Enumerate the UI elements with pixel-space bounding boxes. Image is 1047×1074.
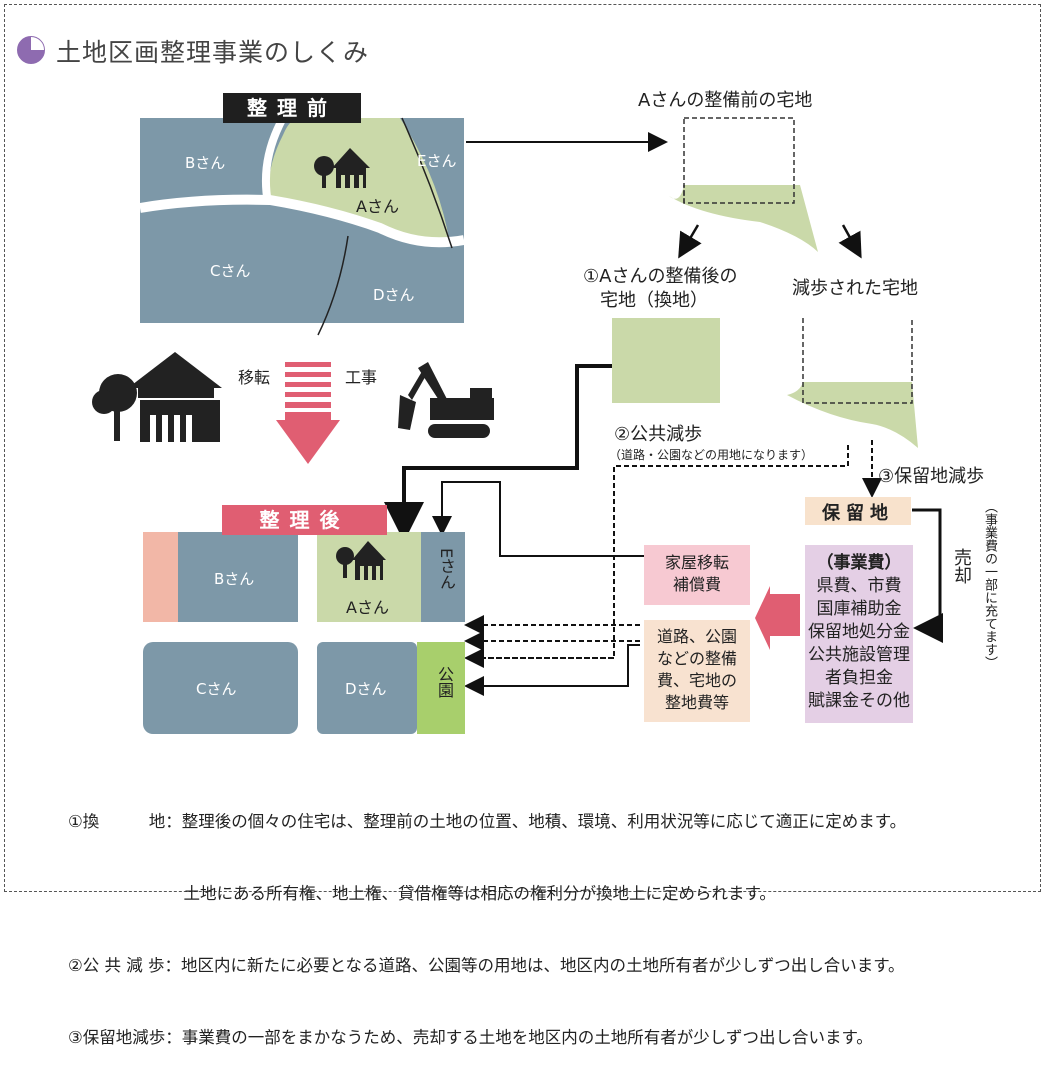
before-label: 整理前 xyxy=(223,93,361,123)
replot-title-line1: ①Aさんの整備後の xyxy=(583,266,738,287)
relocation-label: 移転 xyxy=(238,368,271,387)
compensation-box-text: 家屋移転 補償費 xyxy=(644,552,750,596)
works-line: などの整備 xyxy=(656,649,737,668)
page-title: 土地区画整理事業のしくみ xyxy=(56,38,370,67)
before-map xyxy=(139,116,465,336)
pre-lot-title: Aさんの整備前の宅地 xyxy=(638,90,813,111)
footnote-reserve-reduction: ③保留地減歩：事業費の一部をまかなうため、売却する土地を地区内の土地所有者が少し… xyxy=(68,1028,873,1047)
after-lot-e-label: Eさん xyxy=(437,548,456,591)
after-label: 整理後 xyxy=(222,505,387,535)
compensation-line: 家屋移転 xyxy=(664,553,729,572)
funding-arrow xyxy=(755,586,800,650)
works-line: 整地費等 xyxy=(664,693,729,712)
footnote-public-reduction: ②公 共 減 歩：地区内に新たに必要となる道路、公園等の用地は、地区内の土地所有… xyxy=(68,956,905,975)
park-label: 公園 xyxy=(435,666,454,698)
construction-label: 工事 xyxy=(345,368,378,387)
house-icon-after xyxy=(336,541,386,580)
cost-line: 公共施設管理 xyxy=(808,645,910,665)
cost-line: 保留地処分金 xyxy=(808,622,910,642)
sale-label: 売却 xyxy=(951,548,972,584)
reduced-lot-title: 減歩された宅地 xyxy=(792,278,918,299)
reserve-reduction-label: ③保留地減歩 xyxy=(878,466,985,487)
compensation-box xyxy=(644,545,750,605)
reserve-land-box xyxy=(805,497,911,525)
lot-b-label: Bさん xyxy=(185,154,226,172)
works-box-text: 道路、公園 などの整備 費、宅地の 整地費等 xyxy=(644,626,750,714)
cost-line: 国庫補助金 xyxy=(816,599,902,619)
public-reduction-label: ②公共減歩 xyxy=(614,424,703,445)
replot-lot xyxy=(612,318,720,403)
footnotes: ①換 地：整理後の個々の住宅は、整理前の土地の位置、地積、環境、利用状況等に応じ… xyxy=(68,762,906,1074)
house-icon xyxy=(314,148,370,188)
footnote-replot-cont: 土地にある所有権、地上権、貸借権等は相応の権利分が換地上に定められます。 xyxy=(68,884,776,903)
reduced-lot xyxy=(787,318,918,448)
after-lot-d-label: Dさん xyxy=(345,680,387,698)
cost-line: 県費、市費 xyxy=(816,576,902,596)
compensation-line: 補償費 xyxy=(672,575,721,594)
replot-title-line2: 宅地（換地） xyxy=(600,290,708,311)
works-box xyxy=(644,620,750,722)
public-reduction-note: （道路・公園などの用地になります） xyxy=(609,448,814,462)
cost-title: （事業費） xyxy=(816,553,902,573)
pre-development-lot xyxy=(669,117,818,252)
diagram-graphics xyxy=(92,116,943,734)
sale-note: （事業費の一部に充てます） xyxy=(982,500,997,669)
lot-d-label: Dさん xyxy=(373,286,415,304)
excavator-icon xyxy=(398,362,494,438)
footnote-replot: ①換 地：整理後の個々の住宅は、整理前の土地の位置、地積、環境、利用状況等に応じ… xyxy=(68,812,907,831)
reserve-land-label: 保留地 xyxy=(822,503,894,524)
after-lot-c-label: Cさん xyxy=(196,680,237,698)
relocation-house-icon xyxy=(92,352,222,442)
after-lot-b-label: Bさん xyxy=(214,570,255,588)
lot-c-label: Cさん xyxy=(210,262,251,280)
cost-box-text: （事業費） 県費、市費 国庫補助金 保留地処分金 公共施設管理 者負担金 賦課金… xyxy=(805,552,913,713)
works-line: 費、宅地の xyxy=(656,671,737,690)
cost-line: 賦課金その他 xyxy=(808,691,910,711)
section-bullet-icon xyxy=(17,36,45,64)
lot-e-label: Eさん xyxy=(417,152,457,170)
diagram-frame xyxy=(4,4,1041,892)
cost-box xyxy=(805,545,913,723)
lot-a-label: Aさん xyxy=(356,197,399,216)
construction-arrow xyxy=(276,362,340,464)
after-map xyxy=(143,532,465,734)
cost-line: 者負担金 xyxy=(825,668,893,688)
after-lot-a-label: Aさん xyxy=(346,598,389,617)
works-line: 道路、公園 xyxy=(656,627,737,646)
